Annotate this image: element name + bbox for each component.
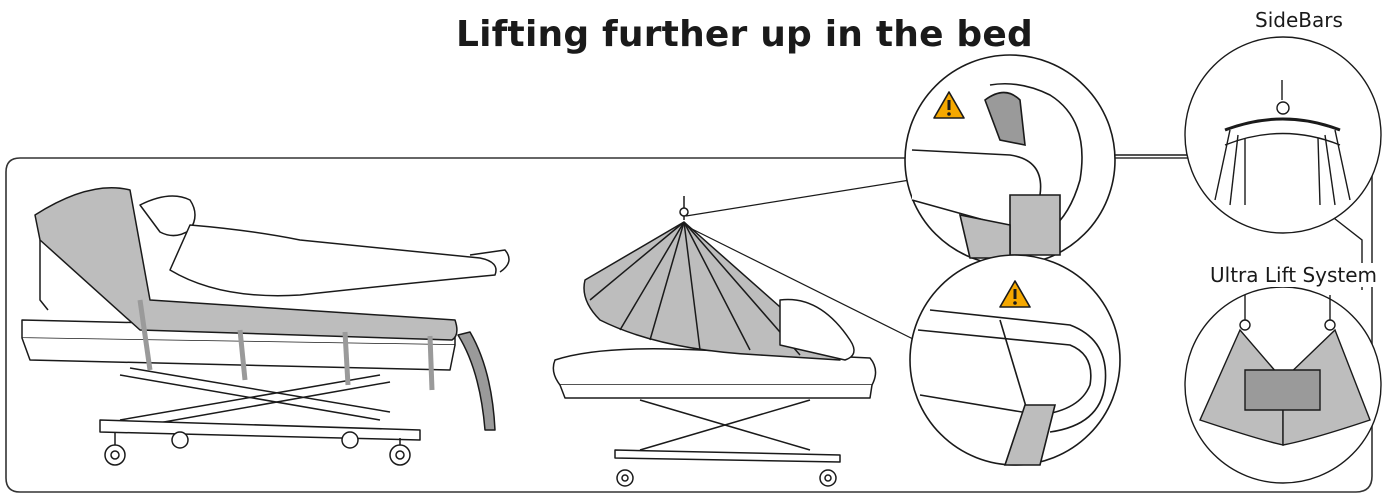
ultra-lift-system-detail (1185, 287, 1381, 483)
lift-sling-illustration (553, 180, 915, 486)
warning-triangle-icon (932, 90, 966, 120)
bed-with-patient-illustration (22, 188, 509, 465)
ultra-lift-system-label: Ultra Lift System (1208, 263, 1379, 287)
sidebars-detail (1185, 37, 1381, 233)
warning-triangle-icon (998, 279, 1032, 309)
zoom-detail-hook (905, 55, 1115, 265)
